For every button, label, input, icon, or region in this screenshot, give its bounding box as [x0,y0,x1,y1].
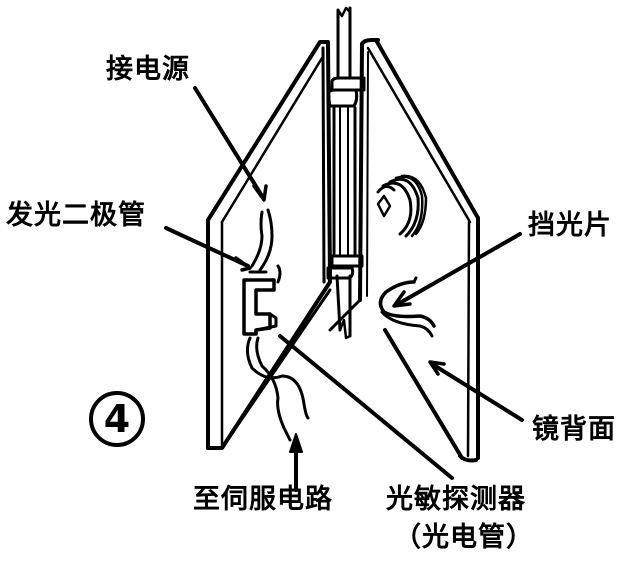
label-led: 发光二极管 [6,200,146,231]
figure-number-badge: 4 [89,391,145,447]
label-power-supply: 接电源 [106,54,190,85]
label-light-blocker: 挡光片 [528,210,612,241]
power-wires [250,208,274,272]
leader-lines [164,86,524,492]
light-blocker-tab [378,276,436,338]
center-rod [332,6,357,340]
hinge-collar-top [326,76,366,108]
led-bracket [242,264,282,336]
label-photo-detector: 光敏探测器 [386,484,526,515]
left-panel [206,40,332,450]
label-mirror-back: 镜背面 [532,414,616,445]
servo-wires [245,336,310,442]
label-photo-detector-note: （光电管） [394,522,534,553]
spring-coil-icon [376,174,428,238]
hinge-collar-bottom [326,254,364,280]
label-to-servo-circuit: 至伺服电路 [193,484,333,515]
